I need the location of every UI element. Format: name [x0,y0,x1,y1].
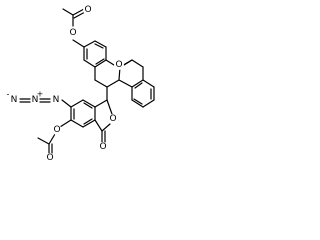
bond-lines [19,8,155,154]
atom-o-lactone-ring: O [109,114,116,124]
bond-xring1-c [94,59,107,68]
bond-pring-b [82,99,96,108]
bond-xring3-dbl-2 [133,98,143,105]
bond-xring2-d [118,79,133,88]
bond-oester-ring-top [72,39,85,48]
atom-n-azide-1: N [53,95,60,105]
bond-xring3-c [142,99,155,108]
bond-xring3-a [142,79,155,88]
bond-oester-acetyl-left [48,133,56,145]
bond-xring2-a [131,59,144,68]
atom-labels: O O O N N + N - O O O O [7,5,124,163]
atom-plus-sign: + [37,90,44,99]
atom-o-lactone-carbonyl: O [99,142,106,152]
bond-xcentral-a [105,59,115,66]
bond-lactone-b [101,123,111,132]
bond-lactone-c [94,119,103,132]
bond-ring-azide [61,99,72,108]
bond-pring-c [70,99,84,108]
atom-n-azide-2: N [32,95,39,105]
bond-xring1-dbl-2 [95,58,105,65]
bond-acetyl-carbonyl-top-b [73,11,86,19]
atom-o-carbonyl-left: O [46,153,53,163]
bond-acetyl-methyl-left [37,137,50,145]
atom-minus-sign: - [7,90,10,99]
atom-o-carbonyl-top: O [84,5,91,15]
bond-lactone-a [106,99,113,115]
bond-xring2-c [131,79,144,88]
bond-pring-a [94,99,108,108]
bond-xring1-dbl-3 [94,43,104,49]
bond-xcentral-e [106,79,120,88]
bond-acetyl-methyl-top [62,8,74,16]
atom-n-azide-3: N [11,95,18,105]
bond-xring1-f [83,40,96,48]
chemical-structure-diagram: O O O N N + N - O O O O [7,5,155,163]
bond-pring-f [82,119,96,128]
bond-ring-oester-left [59,119,72,128]
bond-xring1-b [83,59,96,68]
atom-o-xanthene-ring: O [115,60,122,70]
bond-xcentral-d [94,79,108,88]
atom-o-ester-left: O [53,125,60,135]
bond-xring1-e [94,40,107,48]
atom-o-ester-top: O [69,28,76,38]
bond-pring-e [70,119,84,128]
bond-xring3-d [131,99,144,108]
bond-acetyl-carbonyl-top-a [72,8,85,16]
bond-pring-dbl-2 [83,118,93,125]
bond-pring-dbl-3 [83,102,93,109]
bond-xring3-dbl-3 [134,82,143,89]
